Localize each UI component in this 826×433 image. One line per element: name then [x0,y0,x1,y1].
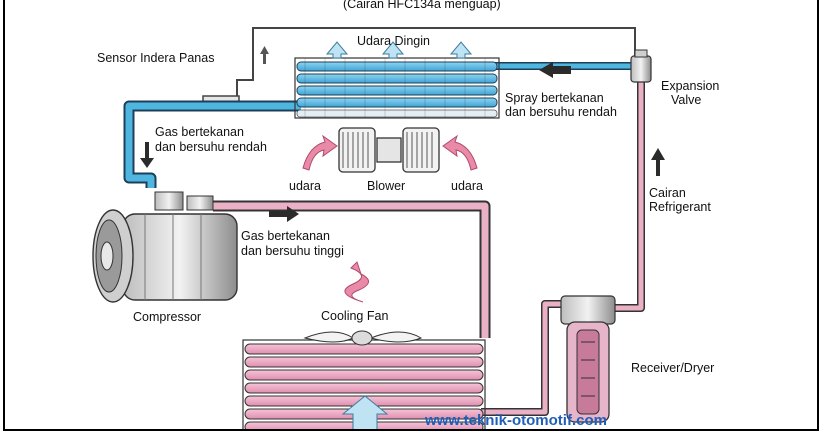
cold-air-arrows [325,41,473,59]
direction-arrows [140,46,665,222]
watermark-text: www.teknik-otomotif.com [424,412,607,429]
evaporator-coil [294,57,500,119]
blower-assembly [338,127,440,173]
label-gas-high-2: dan bersuhu tinggi [241,244,344,258]
label-expansion-1: Expansion [661,79,719,93]
label-udara-left: udara [289,179,321,193]
condenser-coil [242,339,486,429]
label-cairan-1: Cairan [649,186,686,200]
top-caption: (Cairan HFC134a menguap) [343,0,501,11]
label-gas-low-1: Gas bertekanan [155,125,244,139]
evaporator-flow-arrow [539,62,571,78]
condenser-airflow-arrow [341,395,389,429]
expansion-valve [630,49,652,83]
condenser-to-receiver-line [481,300,561,416]
label-spray-2: dan bersuhu rendah [505,105,617,119]
label-receiver: Receiver/Dryer [631,361,714,375]
compressor [92,191,238,303]
label-compressor: Compressor [133,310,201,324]
label-cooling-fan: Cooling Fan [321,309,388,323]
heat-wave-icon [344,261,369,303]
label-expansion-2: Valve [671,93,701,107]
low-pressure-line [123,100,301,188]
label-gas-high-1: Gas bertekanan [241,229,330,243]
label-spray-1: Spray bertekanan [505,91,604,105]
diagram-frame: (Cairan HFC134a menguap) Udara Dingin Se… [3,0,819,431]
sensor-capillary-line [236,27,636,100]
air-intake-arrows [302,134,478,171]
label-cairan-2: Refrigerant [649,200,711,214]
receiver-dryer [560,295,616,423]
label-blower: Blower [367,179,405,193]
ac-system-diagram: (Cairan HFC134a menguap) Udara Dingin Se… [92,0,719,429]
liquid-line [615,80,645,312]
cooling-fan [303,330,423,346]
discharge-line [213,200,491,338]
label-udara-right: udara [451,179,483,193]
label-sensor: Sensor Indera Panas [97,51,214,65]
label-udara-dingin: Udara Dingin [357,34,430,48]
label-gas-low-2: dan bersuhu rendah [155,140,267,154]
